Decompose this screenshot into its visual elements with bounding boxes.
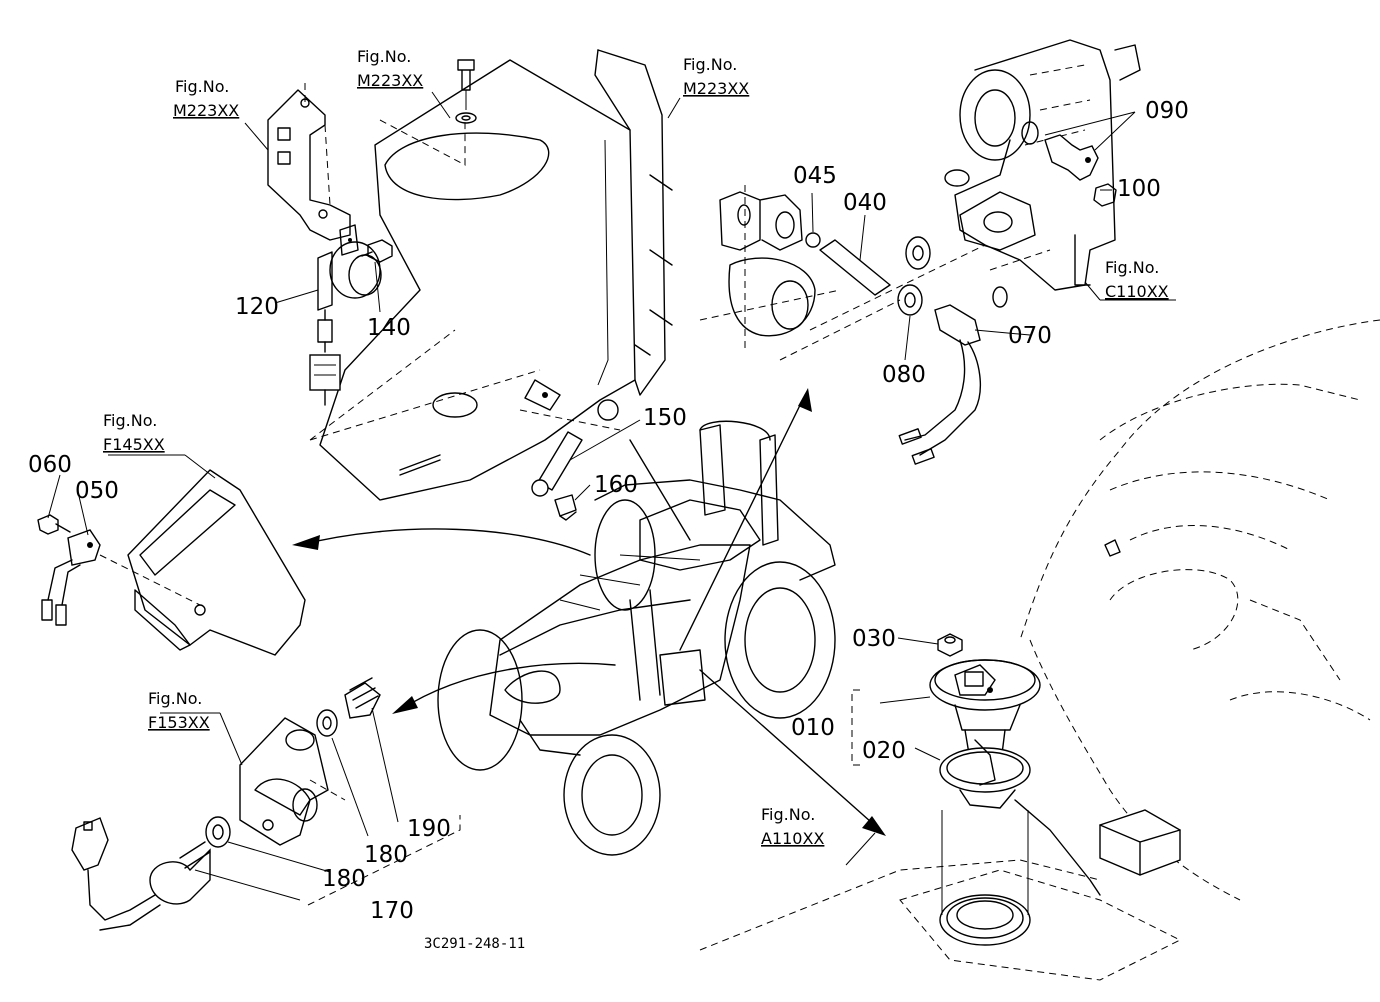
part-030: 030 <box>852 626 896 652</box>
part-150: 150 <box>643 405 687 431</box>
part-190: 190 <box>407 816 451 842</box>
part-140: 140 <box>367 315 411 341</box>
sensor-170 <box>71 817 211 931</box>
part-180-lower: 180 <box>322 866 366 892</box>
washer-180-lower <box>205 816 231 848</box>
tractor <box>437 420 836 856</box>
tank-opening <box>939 810 1031 946</box>
part-160: 160 <box>594 472 638 498</box>
fig-prefix-f153: Fig.No. <box>148 689 202 708</box>
sensor-090 <box>1021 121 1099 181</box>
fig-ref-f153: F153XX <box>148 713 210 732</box>
link-rod-150 <box>531 431 583 521</box>
part-040: 040 <box>843 190 887 216</box>
nut-030 <box>937 633 963 657</box>
part-080: 080 <box>882 362 926 388</box>
part-180-upper: 180 <box>364 842 408 868</box>
fuel-sender-020 <box>929 659 1181 896</box>
switch-050 <box>41 529 101 626</box>
fig-ref-c110: C110XX <box>1105 282 1169 301</box>
fig-prefix-m223-mid: Fig.No. <box>357 47 411 66</box>
switch-070 <box>898 304 981 465</box>
fig-prefix-a110: Fig.No. <box>761 805 815 824</box>
fuel-tank-outline <box>699 319 1380 981</box>
figure-references: Fig.No. M223XX Fig.No. M223XX Fig.No. M2… <box>103 47 1169 848</box>
fig-ref-m223-right: M223XX <box>683 79 749 98</box>
label-leaders <box>47 91 1176 906</box>
part-010: 010 <box>791 715 835 741</box>
part-045: 045 <box>793 163 837 189</box>
fig-prefix-m223-right: Fig.No. <box>683 55 737 74</box>
bolt-100 <box>1093 183 1117 207</box>
diagram-code: 3C291-248-11 <box>424 936 525 952</box>
fig-ref-a110: A110XX <box>761 829 824 848</box>
bracket-f153 <box>239 717 346 846</box>
washer-180-upper <box>316 709 338 737</box>
clevis-assembly <box>699 185 986 361</box>
fig-ref-m223-mid: M223XX <box>357 71 423 90</box>
washer-080 <box>897 284 923 316</box>
bracket-upper-left <box>267 83 351 241</box>
leader-arrows <box>292 388 886 836</box>
panel-f145 <box>99 469 306 656</box>
part-060: 060 <box>28 452 72 478</box>
transmission-case <box>944 39 1141 308</box>
part-numbers: 010 020 030 040 045 050 060 070 080 090 … <box>28 98 1189 924</box>
part-170: 170 <box>370 898 414 924</box>
part-020: 020 <box>862 738 906 764</box>
fender-seat-assembly <box>309 49 673 501</box>
fig-prefix-c110: Fig.No. <box>1105 258 1159 277</box>
bolt-060 <box>37 514 71 535</box>
part-090: 090 <box>1145 98 1189 124</box>
part-070: 070 <box>1008 323 1052 349</box>
part-100: 100 <box>1117 176 1161 202</box>
fig-prefix-f145: Fig.No. <box>103 411 157 430</box>
switch-190 <box>344 677 381 719</box>
part-050: 050 <box>75 478 119 504</box>
part-120: 120 <box>235 294 279 320</box>
fig-ref-f145: F145XX <box>103 435 165 454</box>
fig-ref-m223-left: M223XX <box>173 101 239 120</box>
bolt-140 <box>361 239 393 263</box>
fig-prefix-m223-left: Fig.No. <box>175 77 229 96</box>
